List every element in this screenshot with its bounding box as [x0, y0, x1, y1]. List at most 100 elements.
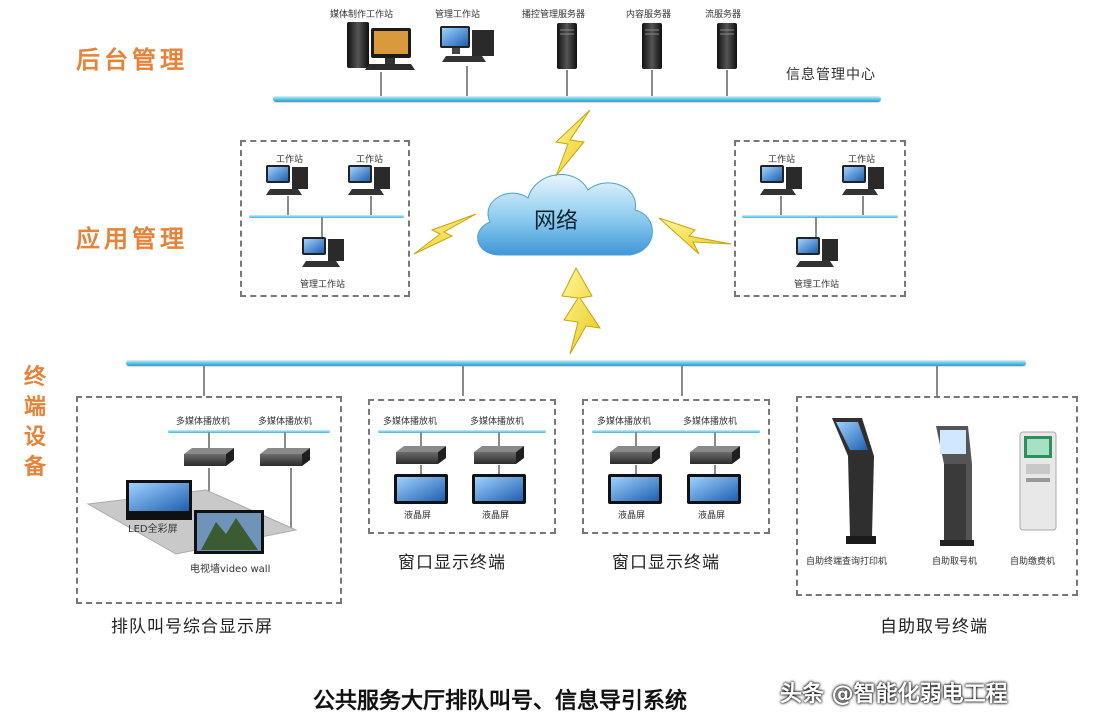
connector-line [287, 196, 289, 216]
lcd-screen-icon [472, 474, 526, 504]
connector-line [566, 70, 568, 98]
media-player-icon [610, 446, 660, 464]
manager-workstation-label: 管理工作站 [300, 280, 346, 290]
connector-line [714, 432, 716, 446]
connector-line [635, 432, 637, 446]
lcd-screen-label: 液晶屏 [482, 511, 510, 521]
connector-line [466, 66, 468, 98]
connector-line [420, 465, 422, 475]
device-label: 管理工作站 [435, 10, 481, 20]
connector-line [203, 366, 205, 396]
connector-line [284, 432, 286, 448]
connector-line [208, 468, 210, 496]
section-label-application: 应用管理 [76, 225, 188, 253]
kiosk-label: 自助取号机 [932, 557, 978, 567]
payment-kiosk-icon [1019, 431, 1057, 531]
queue-display-caption: 排队叫号综合显示屏 [111, 617, 273, 637]
lightning-bolt-icon [658, 217, 732, 255]
server-icon [557, 23, 577, 69]
connector-line [380, 72, 382, 98]
lcd-screen-icon [687, 474, 741, 504]
device-label: 媒体制作工作站 [330, 10, 394, 20]
connector-line [321, 217, 323, 237]
section-label-terminal: 终端设备 [23, 365, 46, 480]
video-wall-label: 电视墙video wall [190, 564, 271, 575]
manager-workstation-icon [302, 237, 344, 267]
ticket-kiosk-icon [936, 426, 974, 546]
player-label: 多媒体播放机 [470, 417, 525, 427]
media-player-icon [396, 446, 446, 464]
media-player-icon [690, 446, 740, 464]
connector-line [498, 465, 500, 475]
connector-line [635, 465, 637, 475]
media-player-icon [260, 448, 310, 466]
manager-workstation-icon [796, 237, 838, 267]
player-label: 多媒体播放机 [383, 417, 438, 427]
connector-line [462, 366, 464, 396]
queue-display-group [76, 396, 342, 604]
connector-line [936, 366, 938, 396]
lightning-bolt-icon [561, 266, 602, 355]
info-center-label: 信息管理中心 [786, 67, 876, 83]
window-display-group-b [582, 399, 770, 534]
connector-line [290, 468, 292, 528]
media-player-icon [184, 448, 234, 466]
connector-line [498, 432, 500, 446]
app-group-right [734, 140, 906, 297]
lcd-screen-label: 液晶屏 [698, 511, 726, 521]
led-screen-floor-icon [86, 480, 298, 555]
network-cloud-icon [477, 174, 653, 256]
connector-line [370, 196, 372, 216]
section-label-backend: 后台管理 [76, 46, 188, 74]
player-label: 多媒体播放机 [683, 417, 738, 427]
workstation-label: 工作站 [768, 155, 796, 165]
connector-line [780, 196, 782, 216]
workstation-label: 工作站 [276, 155, 304, 165]
lcd-screen-label: 液晶屏 [618, 511, 646, 521]
device-label: 流服务器 [705, 10, 742, 20]
app-left-bus [249, 215, 404, 218]
connector-line [726, 70, 728, 98]
workstation-icon [760, 165, 802, 195]
kiosk-label: 自助终端查询打印机 [806, 557, 888, 567]
kiosk-label: 自助缴费机 [1010, 557, 1056, 567]
player-label: 多媒体播放机 [597, 417, 652, 427]
window-display-caption-a: 窗口显示终端 [398, 553, 506, 573]
app-right-bus [742, 215, 898, 218]
device-label: 内容服务器 [626, 10, 672, 20]
connector-line [208, 432, 210, 448]
player-label: 多媒体播放机 [176, 417, 231, 427]
media-workstation-icon [347, 22, 415, 70]
media-player-icon [474, 446, 524, 464]
workstation-icon [348, 165, 390, 195]
self-service-caption: 自助取号终端 [880, 617, 988, 637]
manager-workstation-label: 管理工作站 [794, 280, 840, 290]
connector-line [651, 70, 653, 98]
server-icon [717, 23, 737, 69]
terminal-bus [126, 360, 1026, 366]
server-icon [642, 23, 662, 69]
player-label: 多媒体播放机 [258, 417, 313, 427]
diagram-footer-title: 公共服务大厅排队叫号、信息导引系统 [313, 689, 688, 714]
connector-line [815, 217, 817, 237]
window-display-caption-b: 窗口显示终端 [612, 553, 720, 573]
lcd-screen-icon [394, 474, 448, 504]
connector-line [681, 366, 683, 396]
lcd-screen-label: 液晶屏 [404, 511, 432, 521]
window-display-group-a [368, 399, 556, 534]
device-label: 播控管理服务器 [522, 10, 586, 20]
lightning-bolt-icon [554, 109, 591, 177]
backend-bus [273, 96, 881, 102]
window-b-bus [592, 430, 760, 433]
connector-line [420, 432, 422, 446]
connector-line [862, 196, 864, 216]
network-label: 网络 [534, 209, 579, 234]
workstation-label: 工作站 [848, 155, 876, 165]
management-workstation-icon [440, 26, 494, 62]
workstation-icon [842, 165, 884, 195]
led-screen-label: LED全彩屏 [128, 524, 178, 535]
app-group-left [240, 140, 410, 297]
kiosk-query-printer-icon [832, 418, 876, 544]
window-a-bus [378, 430, 546, 433]
queue-display-bus [168, 430, 330, 433]
